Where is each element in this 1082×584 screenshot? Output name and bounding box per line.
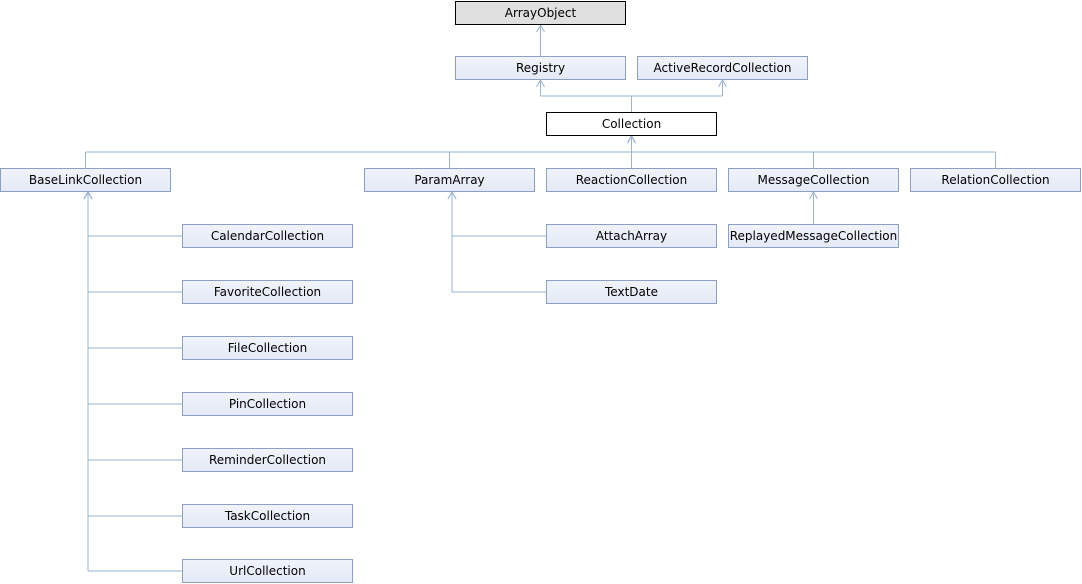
- node-remindercollection[interactable]: ReminderCollection: [182, 448, 353, 472]
- edge-collection-to-activerecordcollection-arrow: [718, 78, 727, 88]
- edge-relationcollection-to-collection-arrow: [627, 134, 636, 144]
- node-attacharray[interactable]: AttachArray: [546, 224, 717, 248]
- node-reactioncollection[interactable]: ReactionCollection: [546, 168, 717, 192]
- edge-replayedmessagecollection-to-messagecollection-arrow: [809, 190, 818, 200]
- node-collection[interactable]: Collection: [546, 112, 717, 136]
- node-urlcollection[interactable]: UrlCollection: [182, 559, 353, 583]
- edge-textdate-to-paramarray-arrow: [447, 190, 457, 200]
- node-arrayobject[interactable]: ArrayObject: [455, 1, 626, 25]
- edge-urlcollection-to-baselinkcollection-arrow: [83, 190, 93, 200]
- node-relationcollection[interactable]: RelationCollection: [910, 168, 1081, 192]
- node-activerecordcollection[interactable]: ActiveRecordCollection: [637, 56, 808, 80]
- node-baselinkcollection[interactable]: BaseLinkCollection: [0, 168, 171, 192]
- edge-registry-to-arrayobject-arrow: [536, 23, 545, 33]
- node-textdate[interactable]: TextDate: [546, 280, 717, 304]
- node-messagecollection[interactable]: MessageCollection: [728, 168, 899, 192]
- edge-collection-to-registry-arrow: [536, 78, 545, 88]
- node-replayedmessagecollection[interactable]: ReplayedMessageCollection: [728, 224, 899, 248]
- node-filecollection[interactable]: FileCollection: [182, 336, 353, 360]
- node-calendarcollection[interactable]: CalendarCollection: [182, 224, 353, 248]
- node-paramarray[interactable]: ParamArray: [364, 168, 535, 192]
- node-taskcollection[interactable]: TaskCollection: [182, 504, 353, 528]
- node-favoritecollection[interactable]: FavoriteCollection: [182, 280, 353, 304]
- node-pincollection[interactable]: PinCollection: [182, 392, 353, 416]
- node-registry[interactable]: Registry: [455, 56, 626, 80]
